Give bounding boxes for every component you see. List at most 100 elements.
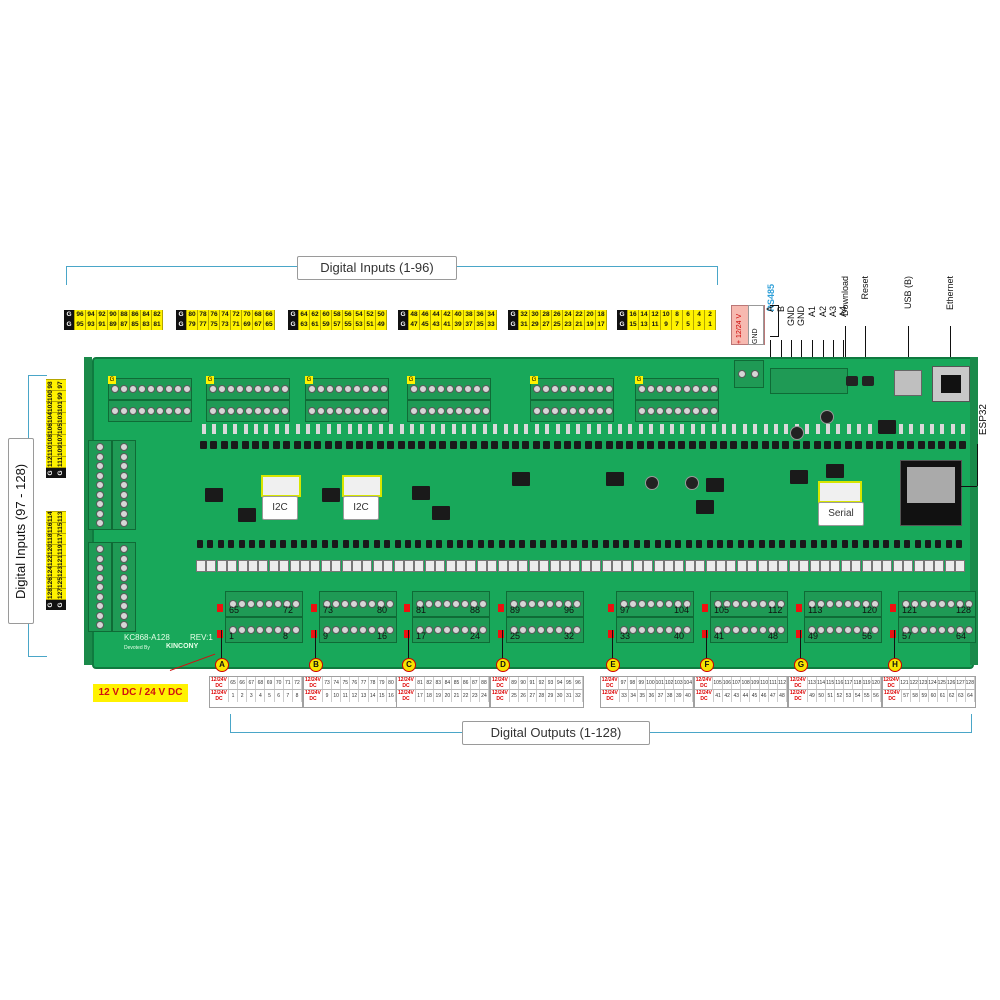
input-terminal-block[interactable] [635, 400, 719, 422]
serial-connector[interactable] [818, 481, 862, 503]
screw-icon [419, 407, 427, 415]
screw-icon [546, 600, 554, 608]
resistor [462, 424, 466, 434]
ic-chip [322, 488, 340, 502]
resistor [690, 424, 695, 434]
screw-icon [647, 600, 655, 608]
ethernet-port[interactable] [932, 366, 970, 402]
table-voltage-cell: 12/24V DC [397, 690, 416, 702]
input-terminal-block[interactable] [530, 378, 614, 400]
pin-label: 46 [420, 310, 431, 320]
pin-label: 3 [694, 320, 705, 330]
input-terminal-block[interactable] [112, 542, 136, 632]
output-start-number: 97 [620, 605, 631, 615]
output-terminal-block[interactable] [710, 591, 788, 617]
screw-icon [183, 385, 191, 393]
output-group-letter: E [606, 658, 620, 672]
table-cell: 3 [247, 690, 257, 702]
reset-button[interactable] [862, 376, 874, 386]
optocoupler-chip [782, 441, 790, 449]
input-terminal-block[interactable] [305, 400, 389, 422]
resistor [763, 424, 768, 434]
smd-chip [654, 540, 661, 548]
input-terminal-block[interactable] [108, 378, 192, 400]
output-terminal-block[interactable] [616, 591, 694, 617]
connector-label: A3 [828, 306, 838, 318]
output-terminal-block[interactable] [319, 617, 397, 643]
pin-label: 128 [46, 588, 56, 599]
screw-icon [362, 407, 370, 415]
output-terminal-block[interactable] [506, 591, 584, 617]
screw-icon [129, 407, 137, 415]
optocoupler-chip [740, 441, 748, 449]
output-terminal-block[interactable] [412, 617, 490, 643]
output-terminal-block[interactable] [804, 617, 882, 643]
output-group-letter: H [888, 658, 902, 672]
output-terminal-block[interactable] [898, 591, 976, 617]
optocoupler-chip [574, 441, 582, 449]
resistor [524, 424, 529, 434]
input-terminal-block[interactable] [108, 400, 192, 422]
output-start-number: 65 [229, 605, 240, 615]
input-terminal-block[interactable] [88, 440, 112, 530]
output-terminal-block[interactable] [319, 591, 397, 617]
pin-label: 41 [442, 320, 453, 330]
table-cell: 56 [872, 690, 882, 702]
screw-icon [656, 600, 664, 608]
table-cell: 43 [732, 690, 742, 702]
ic-chip [512, 472, 530, 486]
input-terminal-block[interactable] [407, 400, 491, 422]
table-cell: 118 [853, 677, 863, 689]
smd-chip [332, 540, 339, 548]
pin-label: 42 [442, 310, 453, 320]
output-terminal-block[interactable] [412, 591, 490, 617]
screw-icon [120, 471, 128, 480]
ground-marker: G [206, 376, 214, 384]
input-terminal-block[interactable] [88, 542, 112, 632]
table-cell: 61 [938, 690, 948, 702]
output-end-number: 24 [470, 631, 481, 641]
i2c-connector-1[interactable] [261, 475, 301, 497]
table-cell: 32 [574, 690, 584, 702]
input-terminal-block[interactable] [305, 378, 389, 400]
i2c-connector-2[interactable] [342, 475, 382, 497]
output-terminal-block[interactable] [225, 617, 303, 643]
output-terminal-block[interactable] [506, 617, 584, 643]
esp32-module [900, 460, 962, 526]
table-cell: 41 [714, 690, 724, 702]
screw-icon [120, 462, 128, 470]
output-terminal-block[interactable] [710, 617, 788, 643]
output-terminal-block[interactable] [804, 591, 882, 617]
table-cell: 7 [284, 690, 293, 702]
transistor [757, 560, 768, 572]
output-terminal-block[interactable] [616, 617, 694, 643]
usb-port[interactable] [894, 370, 922, 396]
power-terminal[interactable] [734, 360, 764, 388]
output-terminal-block[interactable] [225, 591, 303, 617]
screw-icon [209, 407, 217, 415]
input-terminal-block[interactable] [407, 378, 491, 400]
input-terminal-block[interactable] [635, 378, 719, 400]
input-terminal-block[interactable] [112, 440, 136, 530]
pin-label: G [508, 310, 519, 320]
output-terminal-block[interactable] [898, 617, 976, 643]
output-marker [890, 630, 896, 638]
screw-icon [605, 385, 613, 393]
screw-icon [683, 626, 691, 634]
download-button[interactable] [846, 376, 858, 386]
input-terminal-block[interactable] [530, 400, 614, 422]
input-terminal-block[interactable] [206, 400, 290, 422]
smd-chip [925, 540, 931, 548]
screw-icon [817, 626, 825, 634]
rs485-terminal[interactable] [770, 368, 848, 394]
input-terminal-block[interactable] [206, 378, 290, 400]
screw-icon [265, 600, 273, 608]
